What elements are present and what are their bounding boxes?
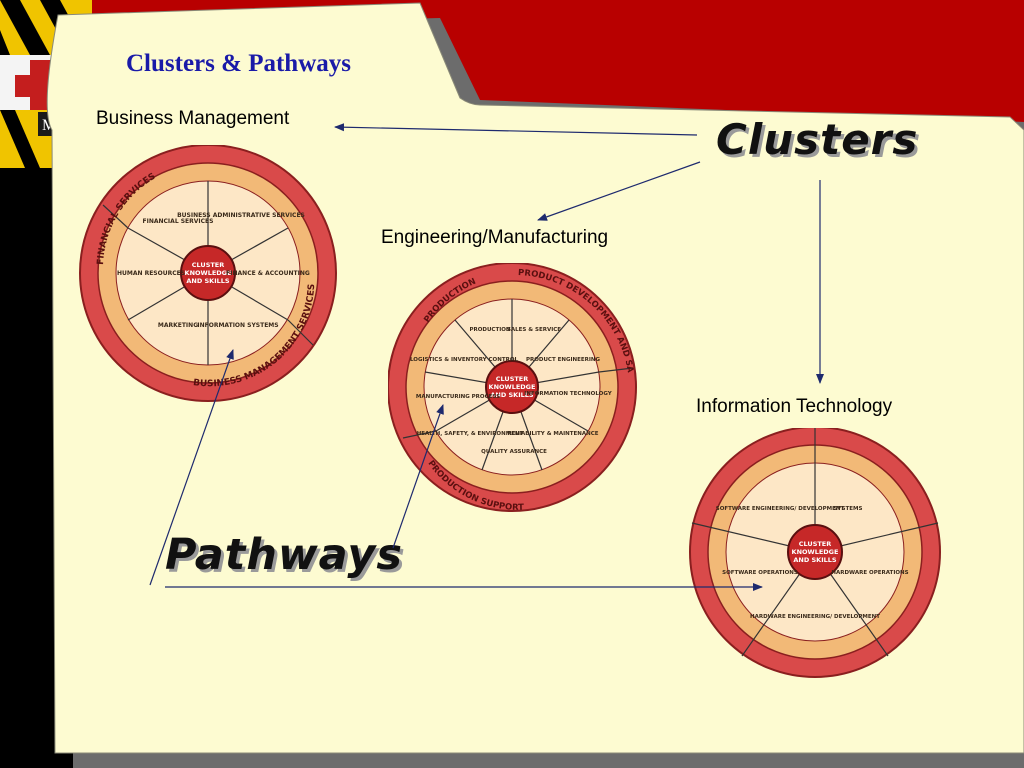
- business-management-wheel: CLUSTER KNOWLEDGE AND SKILLS FINANCIAL S…: [73, 145, 338, 407]
- pathway-sales-service: SALES & SERVICE: [507, 327, 561, 333]
- hub-line-1: CLUSTER: [799, 540, 832, 548]
- pathway-reliability-maintenance: RELIABILITY & MAINTENANCE: [507, 431, 598, 437]
- arrow-clusters-to-engineering: [537, 161, 701, 221]
- hub-line-2: KNOWLEDGE: [185, 269, 232, 277]
- pathway-human-resources: HUMAN RESOURCES: [117, 270, 185, 277]
- hub-line-3: AND SKILLS: [793, 556, 837, 564]
- pathway-information-systems: INFORMATION SYSTEMS: [197, 322, 278, 329]
- pathway-business-administrative-services: BUSINESS ADMINISTRATIVE SERVICES: [177, 212, 305, 219]
- clusters-heading: Clusters: [716, 115, 919, 164]
- pathway-manufacturing-process: MANUFACTURING PROCESS: [416, 394, 500, 400]
- pathway-software-operations: SOFTWARE OPERATIONS: [722, 570, 798, 576]
- pathway-financial-services: FINANCIAL SERVICES: [143, 218, 214, 225]
- arrow-clusters-to-business: [334, 123, 698, 136]
- hub-line-2: KNOWLEDGE: [792, 548, 839, 556]
- pathway-information-technology: INFORMATION TECHNOLOGY: [524, 391, 612, 397]
- pathway-systems: SYSTEMS: [834, 506, 863, 512]
- arrow-pathways-to-business: [149, 349, 234, 586]
- pathway-product-engineering: PRODUCT ENGINEERING: [526, 357, 601, 363]
- pathway-marketing: MARKETING: [158, 322, 198, 329]
- arrow-pathways-to-engineering: [392, 404, 444, 549]
- slide-title: Clusters & Pathways: [126, 50, 351, 77]
- pathway-software-engineering-development: SOFTWARE ENGINEERING/ DEVELOPMENT: [716, 506, 845, 512]
- hub-line-1: CLUSTER: [496, 375, 529, 383]
- hub-line-1: CLUSTER: [192, 261, 225, 269]
- pathway-production: PRODUCTION: [469, 327, 510, 333]
- label-engineering-manufacturing: Engineering/Manufacturing: [381, 227, 609, 248]
- pathway-logistics-inventory-control: LOGISTICS & INVENTORY CONTROL: [410, 357, 519, 363]
- hub-line-3: AND SKILLS: [490, 391, 534, 399]
- pathway-health-safety-environment: HEALTH, SAFETY, & ENVIRONMENT: [417, 431, 524, 437]
- information-technology-wheel: CLUSTER KNOWLEDGE AND SKILLS SOFTWARE EN…: [688, 428, 943, 683]
- hub-line-3: AND SKILLS: [186, 277, 230, 285]
- pathways-heading: Pathways: [165, 530, 403, 580]
- label-business-management: Business Management: [96, 108, 290, 129]
- pathway-hardware-operations: HARDWARE OPERATIONS: [831, 570, 908, 576]
- hub-line-2: KNOWLEDGE: [489, 383, 536, 391]
- pathway-finance-accounting: FINANCE & ACCOUNTING: [226, 270, 310, 277]
- engineering-manufacturing-wheel: CLUSTER KNOWLEDGE AND SKILLS PRODUCTION …: [388, 263, 638, 518]
- pathway-hardware-engineering-development: HARDWARE ENGINEERING/ DEVELOPMENT: [750, 614, 880, 620]
- label-information-technology: Information Technology: [696, 396, 893, 417]
- pathway-quality-assurance: QUALITY ASSURANCE: [481, 449, 547, 455]
